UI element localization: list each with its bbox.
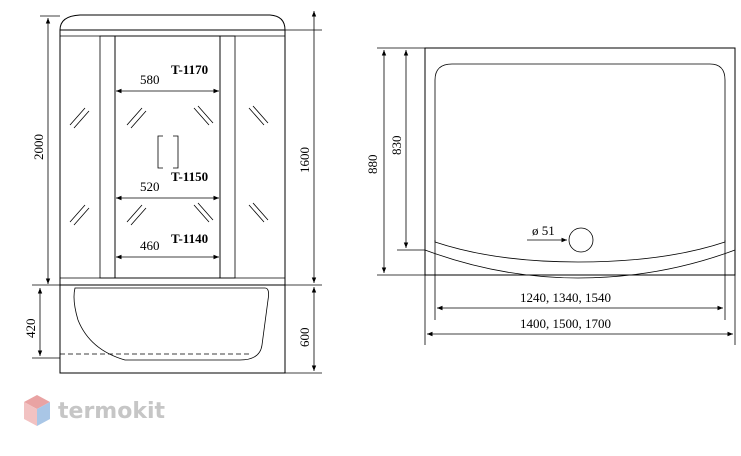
right-panel xyxy=(219,35,236,279)
cabin-roof xyxy=(59,14,286,31)
door-handle xyxy=(157,135,179,169)
logo-cube-icon xyxy=(24,395,50,426)
termokit-logo: termokit xyxy=(22,394,165,428)
tray-front-curve xyxy=(424,249,736,279)
width-inner-label: 1240, 1340, 1540 xyxy=(520,290,611,305)
top-view: ø 51 880 830 1240, 1340, 1540 1400, 1500… xyxy=(365,47,736,345)
tray-outer xyxy=(424,47,736,276)
left-panel xyxy=(99,35,116,279)
width-label-1: 580 xyxy=(140,72,160,87)
height-seat-label: 420 xyxy=(23,319,38,339)
width-label-2: 520 xyxy=(140,179,160,194)
depth-total-label: 880 xyxy=(365,155,380,175)
height-total-label: 2000 xyxy=(31,134,46,160)
drain-label: ø 51 xyxy=(532,223,555,238)
glass-hatch xyxy=(69,105,269,226)
model-label-1: T-1170 xyxy=(171,62,208,77)
model-label-3: T-1140 xyxy=(171,231,208,246)
bath-bowl xyxy=(73,287,269,361)
front-view: 580 520 460 T-1170 T-1150 T-1140 2000 42… xyxy=(23,11,322,374)
height-cabin-label: 1600 xyxy=(297,147,312,173)
width-outer-label: 1400, 1500, 1700 xyxy=(520,316,611,331)
width-label-3: 460 xyxy=(140,238,160,253)
tray-inner xyxy=(434,63,726,263)
logo-text: termokit xyxy=(58,398,166,424)
model-label-2: T-1150 xyxy=(171,169,208,184)
drain-hole xyxy=(568,227,594,253)
height-bath-label: 600 xyxy=(297,328,312,348)
depth-inner-label: 830 xyxy=(389,136,404,156)
bath-body xyxy=(59,284,286,374)
